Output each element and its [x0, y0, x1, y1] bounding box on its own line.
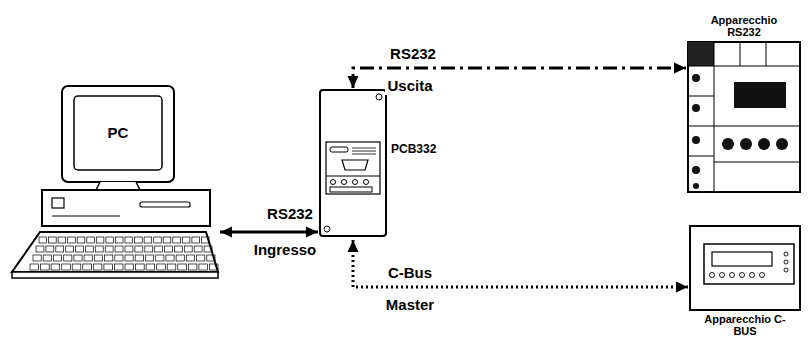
arrow-head	[348, 76, 359, 88]
cbus-apparatus: Apparecchio C-BUS	[690, 226, 800, 310]
arrow-head	[348, 240, 359, 252]
port-label: Ingresso	[252, 242, 319, 259]
arrow-head	[306, 227, 318, 238]
node-label: PCB332	[391, 143, 436, 156]
node-label: PC	[108, 125, 129, 142]
edge-label: RS232	[388, 46, 438, 63]
node-label: Apparecchio C-BUS	[695, 313, 795, 337]
edge-label: RS232	[265, 206, 315, 223]
bus-role-label: Master	[384, 297, 436, 314]
connector-line	[353, 240, 688, 287]
arrow-head	[676, 282, 688, 293]
edge-label: C-Bus	[386, 265, 434, 282]
node-label: Apparecchio RS232	[694, 14, 794, 38]
connector-line	[220, 231, 318, 234]
arrow-head	[220, 227, 232, 238]
arrow-head	[674, 63, 686, 74]
computer: PC	[12, 86, 218, 278]
interface-device: PCB332	[320, 90, 386, 236]
rs232-apparatus: Apparecchio RS232	[688, 42, 800, 192]
port-label: Uscita	[385, 78, 434, 95]
